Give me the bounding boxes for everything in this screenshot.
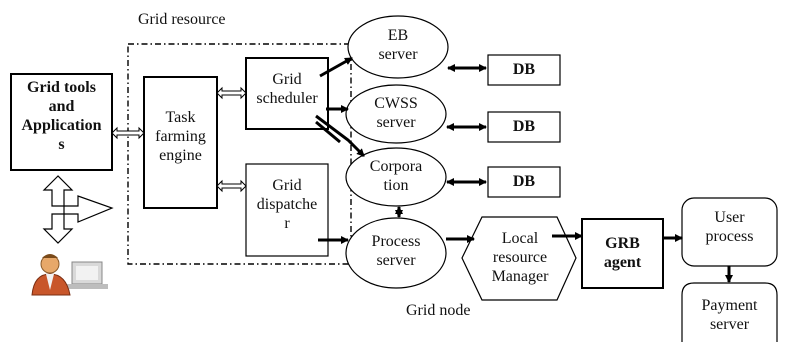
- db-label-1: DB: [512, 61, 536, 78]
- lrm-line-2: resource: [492, 249, 548, 266]
- corporation-line-2: tion: [383, 177, 409, 194]
- grid-tools-line-2: and: [48, 98, 75, 115]
- grid-tools-line-3: Application: [21, 117, 102, 134]
- double-arrow-engine-to-dispatcher: [216, 179, 247, 193]
- eb-server-ellipse: [347, 15, 449, 79]
- user-process-line-2: process: [705, 228, 754, 245]
- person-at-computer-icon: [31, 254, 108, 296]
- grid-resource-title: Grid resource: [138, 11, 226, 28]
- grid-dispatcher-line-3: r: [284, 215, 290, 232]
- grid-scheduler-line-1: Grid: [272, 71, 302, 88]
- task-farming-line-3: engine: [159, 147, 202, 164]
- lrm-line-3: Manager: [491, 268, 549, 285]
- grid-dispatcher-line-1: Grid: [272, 177, 302, 194]
- eb-server-line-2: server: [378, 46, 418, 63]
- corporation-line-1: Corpora: [369, 158, 423, 175]
- db-box-2: [487, 111, 561, 143]
- task-farming-label: Task farming engine: [144, 108, 217, 165]
- eb-server-label: EB server: [348, 26, 448, 64]
- grb-agent-label: GRB agent: [582, 234, 663, 272]
- grid-scheduler-line-2: scheduler: [256, 90, 318, 107]
- corporation-label: Corpora tion: [346, 157, 446, 195]
- grid-node-label: Grid node: [406, 302, 471, 319]
- process-server-line-1: Process: [371, 233, 421, 250]
- grid-scheduler-label: Grid scheduler: [246, 70, 328, 108]
- task-farming-line-1: Task: [165, 109, 196, 126]
- process-server-line-2: server: [376, 252, 416, 269]
- db-label-2: DB: [512, 118, 536, 135]
- grid-resource-boundary: [127, 43, 352, 265]
- cwss-server-ellipse: [345, 84, 447, 144]
- grb-agent-box: [581, 218, 664, 289]
- payment-server-line-2: server: [709, 316, 750, 333]
- grid-dispatcher-box: [245, 163, 329, 257]
- user-process-label: User process: [682, 208, 777, 246]
- double-headed-arrow-icon: [42, 175, 114, 244]
- grid-tools-box: [10, 73, 113, 171]
- grb-agent-line-1: GRB: [605, 235, 640, 252]
- cwss-server-line-1: CWSS: [374, 95, 418, 112]
- double-arrow-engine-to-scheduler: [216, 86, 247, 100]
- cwss-server-label: CWSS server: [346, 94, 446, 132]
- payment-server-line-1: Payment: [701, 297, 758, 314]
- eb-server-line-1: EB: [387, 27, 409, 44]
- task-farming-line-2: farming: [155, 128, 206, 145]
- lrm-line-1: Local: [501, 230, 539, 247]
- user-process-line-1: User: [714, 209, 745, 226]
- task-farming-engine-box: [143, 76, 218, 209]
- arrow-scheduler-to-corporation: [315, 114, 366, 158]
- grid-tools-label: Grid tools and Application s: [11, 78, 112, 154]
- db-box-1: [487, 54, 561, 86]
- payment-server-label: Payment server: [682, 296, 777, 334]
- local-resource-manager-hexagon: [461, 216, 577, 301]
- double-arrow-tools-to-engine: [111, 126, 145, 140]
- arrow-scheduler-lower: [315, 120, 341, 144]
- process-server-label: Process server: [346, 232, 446, 270]
- grid-dispatcher-label: Grid dispatche r: [246, 176, 328, 233]
- grid-dispatcher-line-2: dispatche: [256, 196, 318, 213]
- process-server-ellipse: [345, 217, 447, 289]
- payment-server-box: [681, 282, 778, 342]
- arrow-scheduler-to-eb: [319, 56, 353, 78]
- db-label-3: DB: [512, 173, 536, 190]
- grid-tools-line-4: s: [58, 136, 65, 153]
- grb-agent-line-2: agent: [603, 254, 642, 271]
- local-resource-manager-label: Local resource Manager: [470, 229, 570, 286]
- grid-tools-line-1: Grid tools: [27, 79, 96, 96]
- grid-scheduler-box: [245, 57, 329, 130]
- cwss-server-line-2: server: [376, 114, 416, 131]
- db-box-3: [487, 166, 561, 198]
